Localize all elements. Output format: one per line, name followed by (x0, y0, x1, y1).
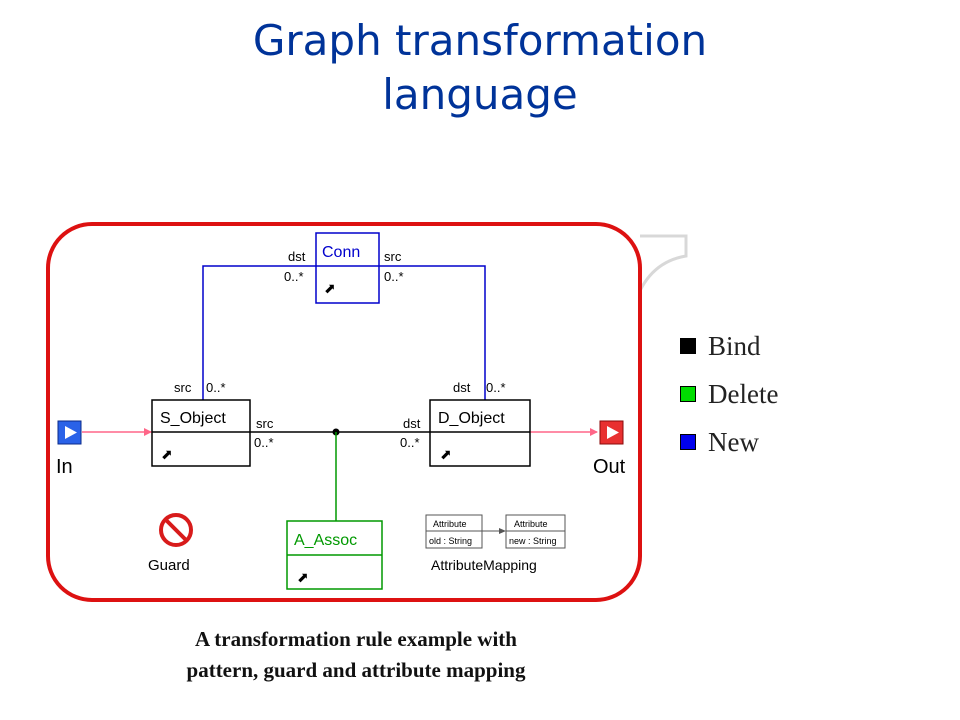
role-conn-dst-mult: 0..* (284, 269, 304, 284)
node-s-object-link-icon: ⬈ (161, 446, 173, 462)
figure-caption: A transformation rule example with patte… (100, 624, 612, 686)
legend-swatch-delete (680, 386, 696, 402)
conn-dst-link (202, 265, 316, 400)
out-port-label: Out (593, 456, 626, 478)
node-d-object-link-icon: ⬈ (440, 446, 452, 462)
guard-prohibited-icon (159, 513, 193, 547)
role-d-dst-mult: 0..* (486, 380, 506, 395)
attribute-right-header: Attribute (514, 519, 548, 529)
node-conn-label: Conn (322, 244, 360, 261)
conn-src-link (379, 265, 486, 400)
legend-label-delete: Delete (708, 378, 779, 409)
node-s-object-label: S_Object (160, 410, 226, 427)
in-port-label: In (56, 456, 73, 478)
role-assoc-dst-mult: 0..* (400, 435, 420, 450)
node-conn[interactable]: Conn ⬈ (315, 232, 380, 304)
legend-label-bind: Bind (708, 330, 761, 361)
attribute-mapping[interactable]: Attribute old : String Attribute new : S… (425, 514, 566, 573)
role-conn-dst: dst (288, 249, 306, 264)
attribute-mapping-label: AttributeMapping (431, 557, 537, 573)
node-d-object[interactable]: D_Object ⬈ (429, 399, 531, 467)
role-s-src-mult: 0..* (206, 380, 226, 395)
legend-item-new: New (680, 418, 778, 466)
in-flow-arrowhead (144, 428, 152, 436)
title-line-2: language (382, 70, 578, 119)
legend: Bind Delete New (680, 322, 778, 466)
legend-label-new: New (708, 426, 759, 457)
legend-swatch-new (680, 434, 696, 450)
caption-line-2: pattern, guard and attribute mapping (186, 658, 526, 682)
in-port-arrow-icon (65, 426, 77, 439)
slide-title: Graph transformation language (0, 14, 960, 122)
legend-item-bind: Bind (680, 322, 778, 370)
node-a-assoc-link-icon: ⬈ (297, 569, 309, 585)
legend-item-delete: Delete (680, 370, 778, 418)
role-assoc-src-mult: 0..* (254, 435, 274, 450)
guard-label: Guard (148, 557, 190, 574)
attribute-left-header: Attribute (433, 519, 467, 529)
node-a-assoc[interactable]: A_Assoc ⬈ (286, 520, 383, 590)
attribute-mapping-arrowhead (499, 528, 506, 534)
rule-frame (46, 222, 642, 602)
attribute-right-field: new : String (509, 536, 557, 546)
in-port[interactable]: In (56, 420, 82, 478)
title-line-1: Graph transformation (252, 16, 708, 65)
legend-swatch-bind (680, 338, 696, 354)
role-conn-src-mult: 0..* (384, 269, 404, 284)
node-d-object-label: D_Object (438, 410, 505, 427)
node-s-object[interactable]: S_Object ⬈ (151, 399, 251, 467)
role-s-src: src (174, 380, 192, 395)
role-assoc-dst: dst (403, 416, 421, 431)
node-conn-link-icon: ⬈ (324, 280, 336, 296)
role-assoc-src: src (256, 416, 274, 431)
attribute-left-field: old : String (429, 536, 472, 546)
out-port[interactable]: Out (593, 420, 626, 478)
out-port-arrow-icon (607, 426, 619, 439)
out-flow-arrowhead (590, 428, 598, 436)
caption-line-1: A transformation rule example with (195, 627, 517, 651)
role-d-dst: dst (453, 380, 471, 395)
role-conn-src: src (384, 249, 402, 264)
guard[interactable]: Guard (148, 513, 193, 574)
node-a-assoc-label: A_Assoc (294, 532, 357, 549)
frame-shadow-decoration (634, 234, 688, 301)
